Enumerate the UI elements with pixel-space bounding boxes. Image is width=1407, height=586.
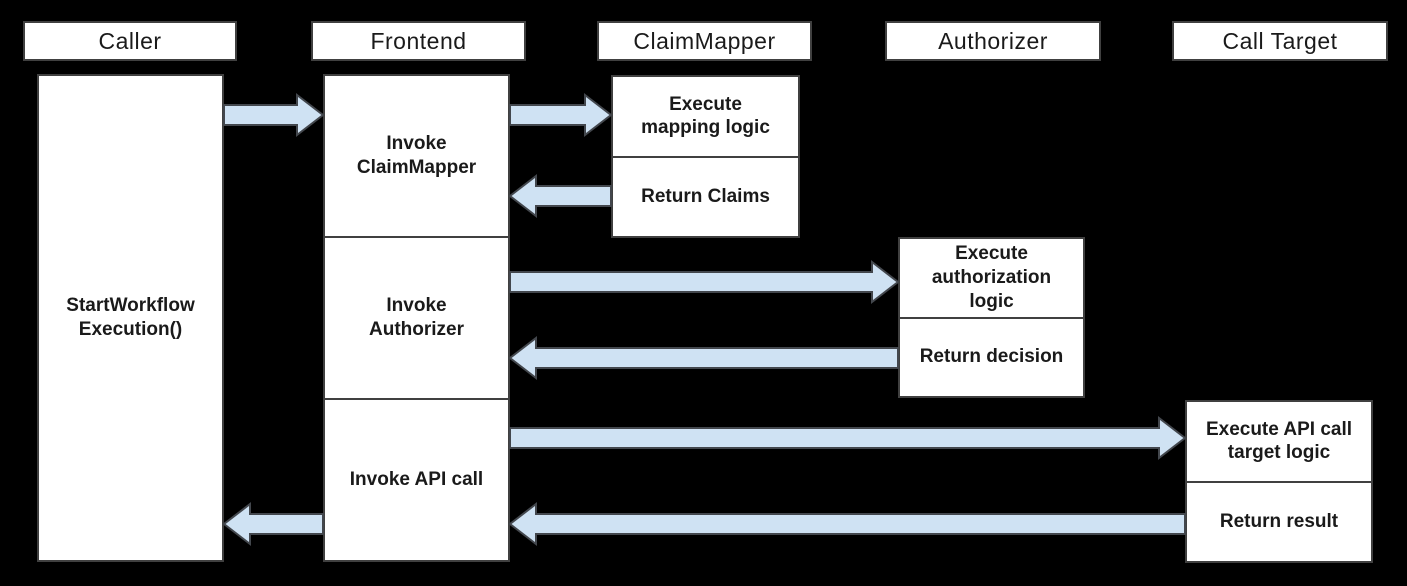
actor-header-authorizer: Authorizer bbox=[885, 21, 1101, 61]
task-return-claims: Return Claims bbox=[613, 155, 798, 237]
actor-label-caller: Caller bbox=[98, 27, 162, 54]
arrow-left-icon-frontend-return-to-caller bbox=[222, 501, 324, 547]
activation-claimmapper: Execute mapping logic Return Claims bbox=[611, 75, 800, 238]
arrow-left-icon-call-target-return-to-frontend bbox=[508, 501, 1186, 547]
task-execute-api-call-target-logic: Execute API call target logic bbox=[1205, 418, 1353, 464]
actor-label-claimmapper: ClaimMapper bbox=[633, 27, 776, 54]
activation-call-target: Execute API call target logic Return res… bbox=[1185, 400, 1373, 563]
task-invoke-claimmapper: Invoke ClaimMapper bbox=[356, 133, 477, 178]
actor-label-authorizer: Authorizer bbox=[938, 27, 1048, 54]
actor-label-call-target: Call Target bbox=[1222, 27, 1338, 54]
arrow-left-icon-authorizer-return-to-frontend bbox=[508, 335, 899, 381]
task-invoke-authorizer: Invoke Authorizer bbox=[325, 236, 508, 398]
task-startworkflowexecution: StartWorkflow Execution() bbox=[66, 295, 195, 340]
actor-header-frontend: Frontend bbox=[311, 21, 526, 61]
arrow-right-icon-frontend-to-claimmapper bbox=[509, 92, 613, 138]
task-return-decision: Return decision bbox=[900, 316, 1083, 397]
task-invoke-api-call: Invoke API call bbox=[325, 398, 508, 560]
activation-authorizer: Execute authorization logic Return decis… bbox=[898, 237, 1085, 398]
arrow-right-icon-frontend-to-authorizer bbox=[509, 259, 900, 305]
task-return-result: Return result bbox=[1187, 480, 1371, 562]
actor-header-call-target: Call Target bbox=[1172, 21, 1388, 61]
task-execute-mapping-logic: Execute mapping logic bbox=[641, 93, 770, 139]
task-execute-authorization-logic: Execute authorization logic bbox=[931, 243, 1052, 312]
arrow-left-icon-claimmapper-return-to-frontend bbox=[508, 173, 612, 219]
activation-caller: StartWorkflow Execution() bbox=[37, 74, 224, 562]
actor-label-frontend: Frontend bbox=[370, 27, 467, 54]
activation-frontend: Invoke ClaimMapper Invoke Authorizer Inv… bbox=[323, 74, 510, 562]
arrow-right-icon-caller-to-frontend bbox=[223, 92, 325, 138]
actor-header-caller: Caller bbox=[23, 21, 237, 61]
arrow-right-icon-frontend-to-call-target bbox=[509, 415, 1187, 461]
actor-header-claimmapper: ClaimMapper bbox=[597, 21, 812, 61]
